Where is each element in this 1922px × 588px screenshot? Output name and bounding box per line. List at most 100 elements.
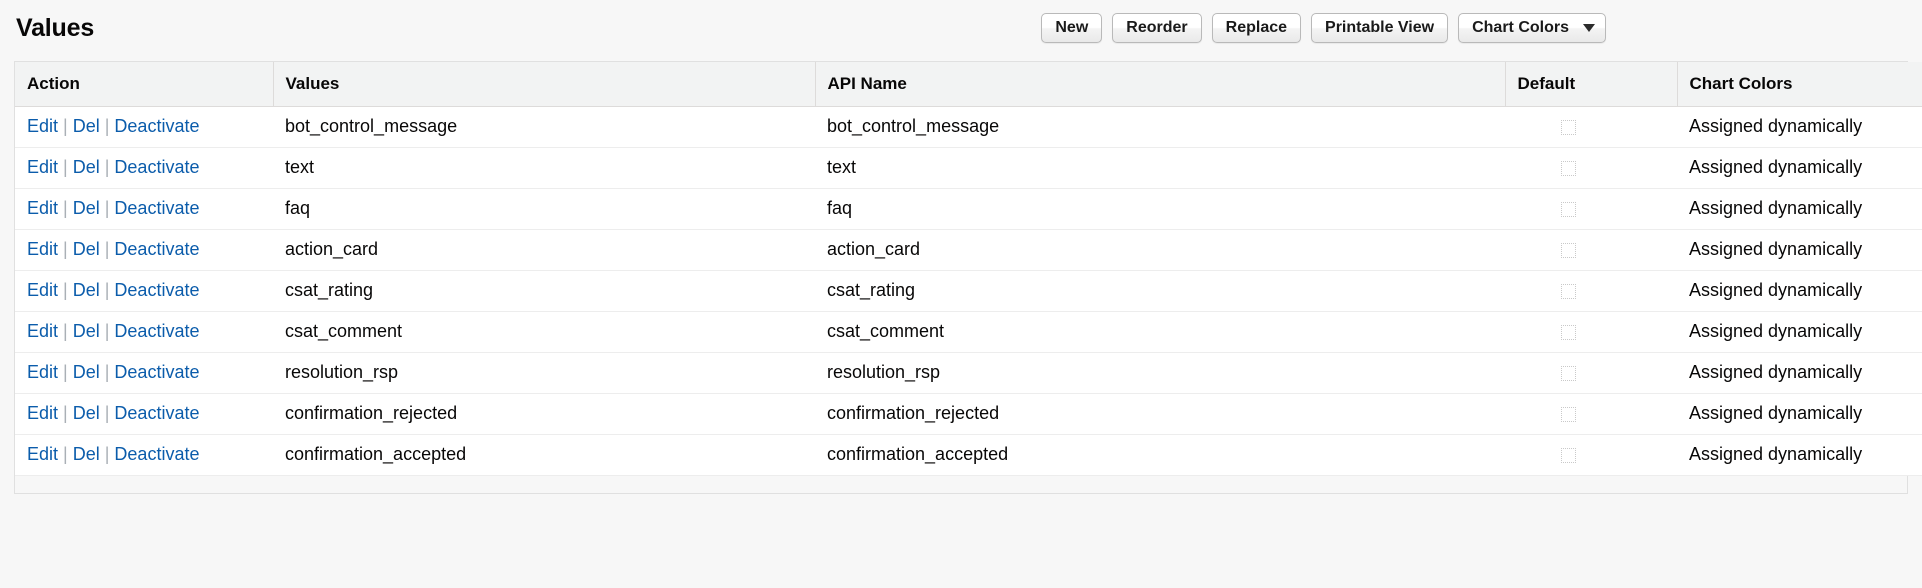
cell-values: faq bbox=[273, 188, 815, 230]
default-checkbox[interactable] bbox=[1561, 324, 1576, 340]
action-separator: | bbox=[104, 157, 110, 177]
row-del-link[interactable]: Del bbox=[72, 198, 100, 218]
default-checkbox[interactable] bbox=[1561, 201, 1576, 217]
cell-action: Edit|Del|Deactivate bbox=[15, 434, 273, 476]
cell-blank bbox=[1370, 270, 1505, 312]
cell-action: Edit|Del|Deactivate bbox=[15, 393, 273, 435]
row-edit-link[interactable]: Edit bbox=[27, 198, 59, 218]
cell-api-name: csat_rating bbox=[815, 270, 1370, 312]
cell-default bbox=[1505, 147, 1677, 189]
cell-default bbox=[1505, 270, 1677, 312]
cell-action: Edit|Del|Deactivate bbox=[15, 311, 273, 353]
row-del-link[interactable]: Del bbox=[72, 116, 100, 136]
row-edit-link[interactable]: Edit bbox=[27, 157, 59, 177]
action-separator: | bbox=[104, 239, 110, 259]
cell-blank bbox=[1370, 434, 1505, 476]
column-header-action[interactable]: Action bbox=[15, 62, 273, 107]
action-separator: | bbox=[63, 239, 68, 259]
cell-default bbox=[1505, 434, 1677, 476]
cell-action: Edit|Del|Deactivate bbox=[15, 229, 273, 271]
row-deactivate-link[interactable]: Deactivate bbox=[114, 403, 200, 423]
default-checkbox[interactable] bbox=[1561, 119, 1576, 135]
cell-api-name: faq bbox=[815, 188, 1370, 230]
row-del-link[interactable]: Del bbox=[72, 362, 100, 382]
values-table-container: Action Values API Name Default Chart Col… bbox=[14, 61, 1922, 476]
cell-blank bbox=[1370, 147, 1505, 189]
cell-blank bbox=[1370, 229, 1505, 271]
new-button[interactable]: New bbox=[1041, 13, 1103, 43]
row-deactivate-link[interactable]: Deactivate bbox=[114, 239, 200, 259]
default-checkbox[interactable] bbox=[1561, 365, 1576, 381]
cell-api-name: text bbox=[815, 147, 1370, 189]
row-edit-link[interactable]: Edit bbox=[27, 321, 59, 341]
column-header-chart-colors[interactable]: Chart Colors bbox=[1676, 62, 1922, 107]
action-separator: | bbox=[63, 116, 68, 136]
row-deactivate-link[interactable]: Deactivate bbox=[114, 157, 200, 177]
default-checkbox[interactable] bbox=[1561, 160, 1576, 176]
cell-chart-colors: Assigned dynamically bbox=[1677, 147, 1922, 189]
row-edit-link[interactable]: Edit bbox=[27, 403, 59, 423]
page-title: Values bbox=[16, 13, 95, 42]
cell-api-name: resolution_rsp bbox=[815, 352, 1370, 394]
row-edit-link[interactable]: Edit bbox=[27, 116, 59, 136]
action-separator: | bbox=[63, 280, 68, 300]
cell-blank bbox=[1370, 188, 1505, 230]
row-del-link[interactable]: Del bbox=[72, 444, 100, 464]
cell-api-name: action_card bbox=[815, 229, 1370, 271]
row-edit-link[interactable]: Edit bbox=[27, 280, 59, 300]
default-checkbox[interactable] bbox=[1561, 242, 1576, 258]
chevron-down-icon bbox=[1583, 24, 1595, 32]
cell-chart-colors: Assigned dynamically bbox=[1677, 270, 1922, 312]
cell-blank bbox=[1370, 106, 1505, 148]
row-edit-link[interactable]: Edit bbox=[27, 239, 59, 259]
action-separator: | bbox=[104, 116, 110, 136]
row-deactivate-link[interactable]: Deactivate bbox=[114, 116, 200, 136]
row-deactivate-link[interactable]: Deactivate bbox=[114, 444, 200, 464]
action-separator: | bbox=[104, 198, 110, 218]
values-table: Action Values API Name Default Chart Col… bbox=[15, 62, 1922, 476]
replace-button[interactable]: Replace bbox=[1211, 13, 1302, 43]
default-checkbox[interactable] bbox=[1561, 283, 1576, 299]
column-header-blank bbox=[1370, 62, 1505, 107]
cell-blank bbox=[1370, 352, 1505, 394]
cell-action: Edit|Del|Deactivate bbox=[15, 147, 273, 189]
row-del-link[interactable]: Del bbox=[72, 239, 100, 259]
cell-chart-colors: Assigned dynamically bbox=[1677, 106, 1922, 148]
row-edit-link[interactable]: Edit bbox=[27, 444, 59, 464]
default-checkbox[interactable] bbox=[1561, 447, 1576, 463]
cell-values: bot_control_message bbox=[273, 106, 815, 148]
row-edit-link[interactable]: Edit bbox=[27, 362, 59, 382]
reorder-button[interactable]: Reorder bbox=[1112, 13, 1202, 43]
cell-chart-colors: Assigned dynamically bbox=[1677, 393, 1922, 435]
cell-default bbox=[1505, 188, 1677, 230]
cell-default bbox=[1505, 311, 1677, 353]
row-del-link[interactable]: Del bbox=[72, 157, 100, 177]
cell-default bbox=[1505, 229, 1677, 271]
cell-values: text bbox=[273, 147, 815, 189]
column-header-default[interactable]: Default bbox=[1504, 62, 1677, 107]
row-deactivate-link[interactable]: Deactivate bbox=[114, 362, 200, 382]
chart-colors-dropdown-label: Chart Colors bbox=[1472, 19, 1569, 36]
row-deactivate-link[interactable]: Deactivate bbox=[114, 321, 200, 341]
row-del-link[interactable]: Del bbox=[72, 321, 100, 341]
row-deactivate-link[interactable]: Deactivate bbox=[114, 198, 200, 218]
cell-api-name: confirmation_rejected bbox=[815, 393, 1370, 435]
cell-values: action_card bbox=[273, 229, 815, 271]
column-header-api-name[interactable]: API Name bbox=[814, 62, 1370, 107]
cell-values: resolution_rsp bbox=[273, 352, 815, 394]
column-header-values[interactable]: Values bbox=[272, 62, 815, 107]
row-deactivate-link[interactable]: Deactivate bbox=[114, 280, 200, 300]
printable-view-button[interactable]: Printable View bbox=[1311, 13, 1449, 43]
chart-colors-dropdown-button[interactable]: Chart Colors bbox=[1458, 13, 1606, 43]
action-separator: | bbox=[104, 403, 110, 423]
row-del-link[interactable]: Del bbox=[72, 403, 100, 423]
default-checkbox[interactable] bbox=[1561, 406, 1576, 422]
action-separator: | bbox=[104, 444, 110, 464]
page-toolbar: New Reorder Replace Printable View Chart… bbox=[1041, 13, 1902, 43]
row-del-link[interactable]: Del bbox=[72, 280, 100, 300]
